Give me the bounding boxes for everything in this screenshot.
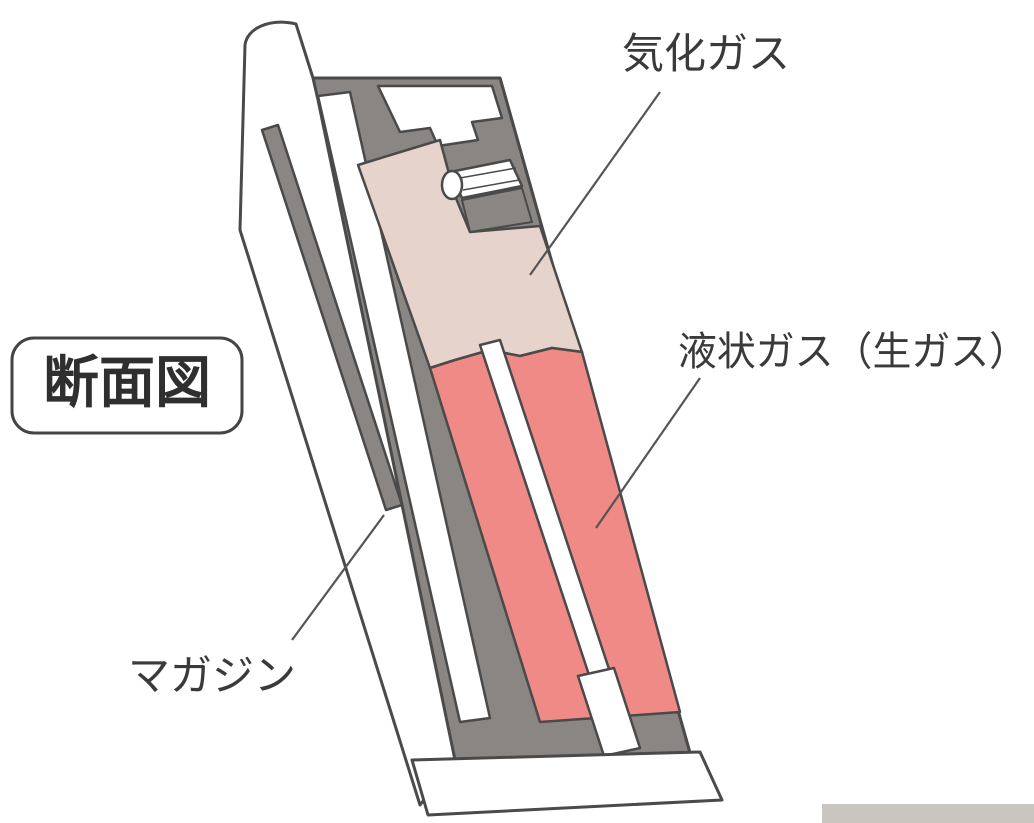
leader-liquid-gas bbox=[595, 377, 701, 529]
valve-block bbox=[461, 187, 533, 233]
tube-base-plug bbox=[576, 666, 642, 758]
valve-nozzle-tip bbox=[440, 169, 464, 201]
leader-vaporized-gas bbox=[529, 91, 661, 276]
label-magazine: マガジン bbox=[128, 651, 296, 700]
valve-nozzle bbox=[440, 158, 533, 233]
label-liquid-gas: 液状ガス（生ガス） bbox=[678, 329, 1028, 375]
label-vaporized-gas: 気化ガス bbox=[622, 29, 790, 78]
title-badge: 断面図 bbox=[10, 336, 244, 435]
follower-channel bbox=[316, 90, 492, 724]
title-text: 断面図 bbox=[43, 351, 211, 416]
valve-cavity bbox=[376, 84, 504, 148]
corner-bar bbox=[822, 804, 1034, 823]
title-badge-frame bbox=[10, 336, 244, 435]
leader-magazine bbox=[291, 514, 385, 641]
magazine-base-plate bbox=[410, 750, 724, 817]
